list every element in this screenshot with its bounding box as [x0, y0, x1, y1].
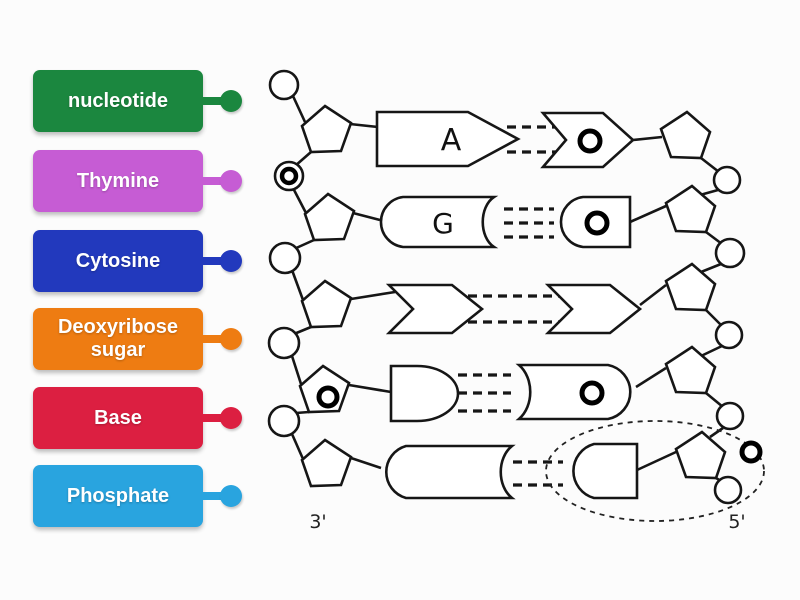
sugar-pentagon — [659, 110, 712, 160]
phosphate-circle — [267, 404, 301, 438]
connector-dot — [220, 90, 242, 112]
glycosidic-bond-lines — [348, 122, 677, 472]
sugar-pentagon — [664, 184, 717, 234]
sugar-pentagon — [664, 262, 717, 312]
base-guanine-shape — [379, 195, 499, 249]
sugar-pentagon — [664, 345, 717, 395]
label-text: nucleotide — [67, 89, 168, 112]
strand-end-3prime: 3' — [309, 511, 326, 533]
sugar-pentagon — [303, 192, 356, 242]
target-marker-nucleotide[interactable] — [739, 440, 763, 464]
nucleotide-ellipse — [545, 420, 765, 522]
phosphate-circle — [712, 165, 742, 195]
connector-dot — [220, 328, 242, 350]
label-deoxyribose-sugar[interactable]: Deoxyribose sugar — [33, 308, 242, 370]
base-notch-right-shape — [515, 363, 632, 421]
base-letter-guanine: G — [432, 207, 454, 240]
connector-stub — [201, 177, 223, 185]
base-round-right-shape — [572, 442, 639, 500]
sugar-pentagon — [300, 104, 353, 154]
phosphate-circle — [268, 241, 302, 275]
base-chevron-right-shape — [544, 283, 643, 335]
label-phosphate[interactable]: Phosphate — [33, 465, 242, 527]
connector-stub — [201, 492, 223, 500]
connector-dot — [220, 407, 242, 429]
label-text: Cytosine — [75, 249, 161, 272]
base-adenine-shape — [375, 110, 521, 168]
connector-stub — [201, 414, 223, 422]
connector-dot — [220, 170, 242, 192]
label-text: Deoxyribose sugar — [57, 316, 179, 361]
base-chevron-left-shape — [385, 283, 485, 335]
label-thymine[interactable]: Thymine — [33, 150, 242, 212]
deoxyribose-pentagons — [298, 104, 727, 488]
label-cytosine[interactable]: Cytosine — [33, 230, 242, 292]
target-marker-phosphate[interactable] — [279, 166, 299, 186]
right-backbone-lines — [699, 156, 724, 483]
label-text: Phosphate — [66, 484, 170, 507]
connector-dot — [220, 250, 242, 272]
left-backbone-lines — [290, 95, 315, 460]
target-marker-sugar[interactable] — [316, 385, 340, 409]
phosphate-circles — [267, 69, 746, 505]
label-text: Thymine — [76, 169, 160, 192]
phosphate-circle — [713, 475, 743, 505]
sugar-pentagon — [674, 430, 727, 480]
sugar-pentagon — [300, 438, 353, 488]
target-marker-base[interactable] — [579, 380, 605, 406]
connector-stub — [201, 257, 223, 265]
base-round-left-shape — [389, 364, 460, 423]
phosphate-circle — [714, 237, 746, 269]
bases — [375, 110, 643, 500]
target-marker-thymine[interactable] — [577, 128, 603, 154]
connector-stub — [201, 335, 223, 343]
target-marker-cytosine[interactable] — [584, 210, 610, 236]
label-text: Base — [94, 406, 142, 429]
sugar-pentagon — [300, 279, 353, 329]
phosphate-circle — [268, 69, 300, 101]
label-base[interactable]: Base — [33, 387, 242, 449]
base-letter-adenine: A — [441, 123, 462, 158]
label-nucleotide[interactable]: nucleotide — [33, 70, 242, 132]
base-capsule-left-shape — [385, 444, 516, 500]
phosphate-circle — [267, 326, 301, 360]
hydrogen-bond-dashes — [458, 125, 563, 487]
phosphate-circle — [714, 320, 744, 350]
connector-stub — [201, 97, 223, 105]
phosphate-circle — [715, 401, 745, 431]
answer-target-markers — [279, 128, 763, 464]
strand-end-5prime: 5' — [728, 511, 745, 533]
connector-dot — [220, 485, 242, 507]
